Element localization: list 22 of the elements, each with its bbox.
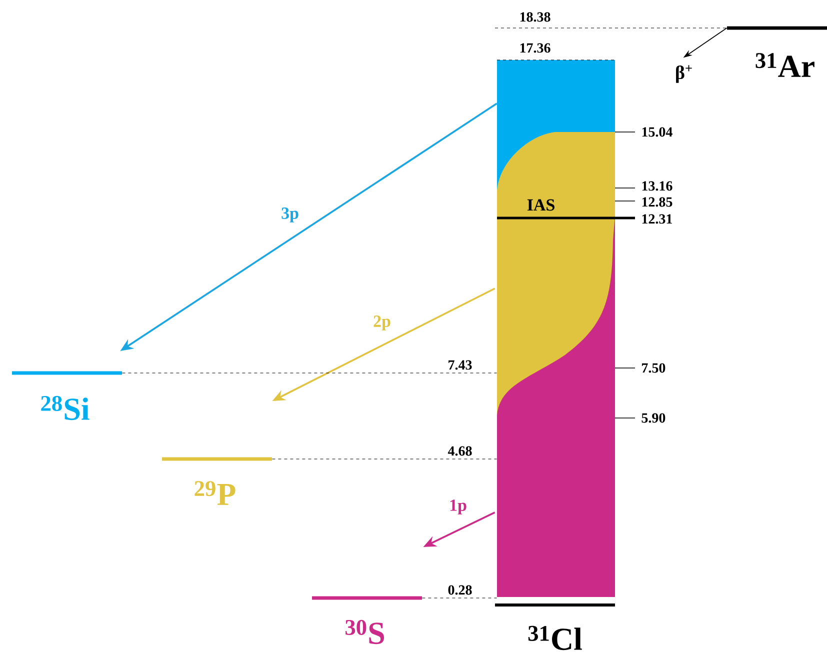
isotope-label: $^{30}$S <box>346 620 384 644</box>
node-label: $^{31}$Cl <box>528 626 582 650</box>
isotope-label: $^{28}$Si <box>41 396 90 420</box>
edge-label: β$^{+}$ <box>676 65 692 83</box>
energy-value: 4.68 <box>448 446 472 456</box>
energy-value: 18.38 <box>520 12 550 22</box>
dashed-line <box>272 458 498 460</box>
isotope-label: $^{31}$Ar <box>756 53 814 77</box>
energy-value: 0.28 <box>448 585 472 595</box>
edge-label: 3p <box>282 208 298 222</box>
edge-label: 1p <box>450 500 466 514</box>
energy-value: 13.16 <box>642 181 672 191</box>
energy-value: 12.85 <box>642 197 672 207</box>
energy-value: 5.90 <box>642 413 666 423</box>
isotope-label: $^{29}$P <box>194 481 236 505</box>
energy-value: 17.36 <box>520 43 550 53</box>
edge-label: 2p <box>374 316 390 330</box>
energy-value: 7.50 <box>642 363 666 373</box>
energy-value: 12.31 <box>642 214 672 224</box>
dashed-line <box>122 372 498 374</box>
energy-value: 15.04 <box>642 127 672 137</box>
energy-value: 7.43 <box>448 360 472 370</box>
